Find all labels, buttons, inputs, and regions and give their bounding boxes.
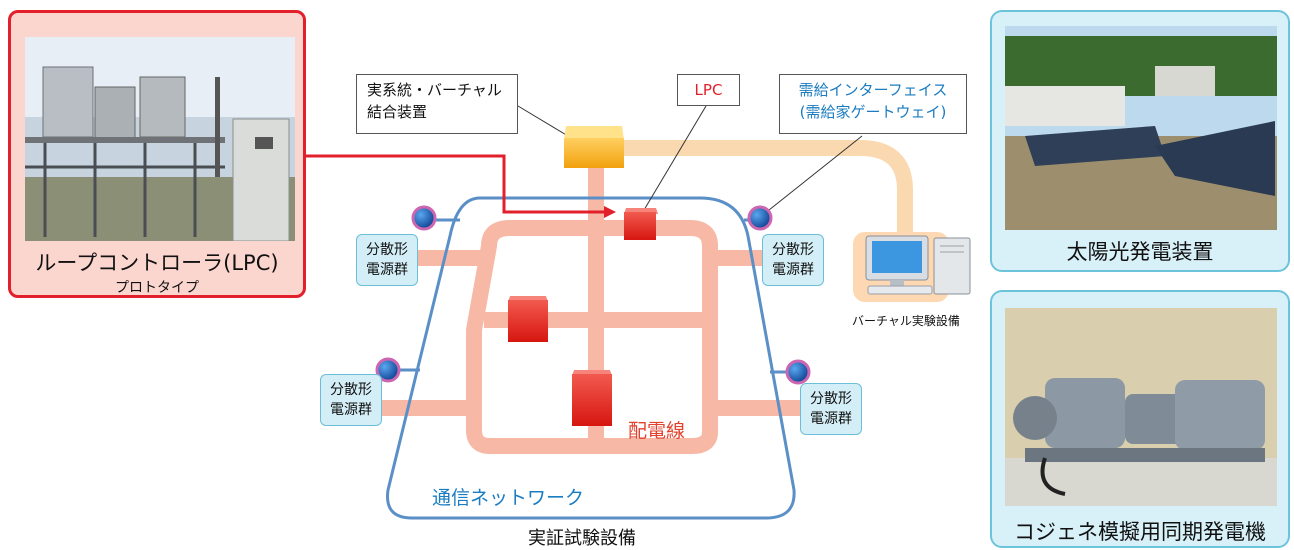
computer-icon — [865, 235, 971, 295]
distributed-group-top-right: 分散形 電源群 — [762, 234, 824, 286]
distributed-group-bottom-left: 分散形 電源群 — [320, 374, 382, 426]
lpc-subtitle: プロトタイプ — [115, 280, 199, 296]
callout-lpc: LPC — [677, 74, 740, 106]
lpc-node — [624, 208, 658, 240]
dg-label-1: 分散形 — [772, 242, 814, 258]
dg-label-2: 電源群 — [772, 262, 814, 278]
distributed-group-bottom-right: 分散形 電源群 — [800, 383, 862, 435]
callout-demand-line1: 需給インターフェイス — [798, 81, 948, 99]
comm-network-label: 通信ネットワーク — [432, 487, 585, 509]
solar-card: 太陽光発電装置 — [990, 10, 1290, 272]
lpc-link-arrow — [604, 206, 616, 218]
callout-coupling-line2: 結合装置 — [367, 103, 428, 121]
callout-coupling-line1: 実系統・バーチャル — [367, 81, 502, 99]
callout-coupling-device: 実系統・バーチャル 結合装置 — [356, 74, 518, 134]
dg-label-1: 分散形 — [810, 391, 852, 407]
coupling-device — [564, 126, 624, 168]
node-middle — [508, 296, 548, 342]
node-bottom — [572, 370, 612, 426]
dg-label-2: 電源群 — [330, 402, 372, 418]
facility-label: 実証試験設備 — [528, 528, 636, 549]
cogen-title: コジェネ模擬用同期発電機 — [1014, 520, 1266, 544]
dg-label-1: 分散形 — [330, 382, 372, 398]
dg-label-2: 電源群 — [366, 262, 408, 278]
virtual-link-line — [600, 140, 913, 240]
dg-label-1: 分散形 — [366, 242, 408, 258]
lpc-card: ループコントローラ(LPC) プロトタイプ — [8, 10, 306, 298]
dg-label-2: 電源群 — [810, 411, 852, 427]
cogen-card: コジェネ模擬用同期発電機 — [990, 290, 1290, 548]
distribution-line-label: 配電線 — [628, 420, 686, 442]
network-nodes — [375, 205, 811, 385]
solar-photo — [1005, 26, 1277, 230]
comm-network-outline — [386, 196, 796, 520]
virtual-equipment-label: バーチャル実験設備 — [852, 314, 960, 328]
lpc-title: ループコントローラ(LPC) — [35, 251, 279, 275]
solar-title: 太陽光発電装置 — [1066, 240, 1214, 264]
cogen-photo — [1005, 308, 1277, 506]
lpc-link-line — [306, 154, 604, 214]
callout-demand-line2: (需給家ゲートウェイ) — [799, 103, 947, 121]
callout-demand-interface: 需給インターフェイス (需給家ゲートウェイ) — [779, 74, 967, 134]
lpc-photo — [25, 37, 295, 241]
distributed-group-top-left: 分散形 電源群 — [356, 234, 418, 286]
